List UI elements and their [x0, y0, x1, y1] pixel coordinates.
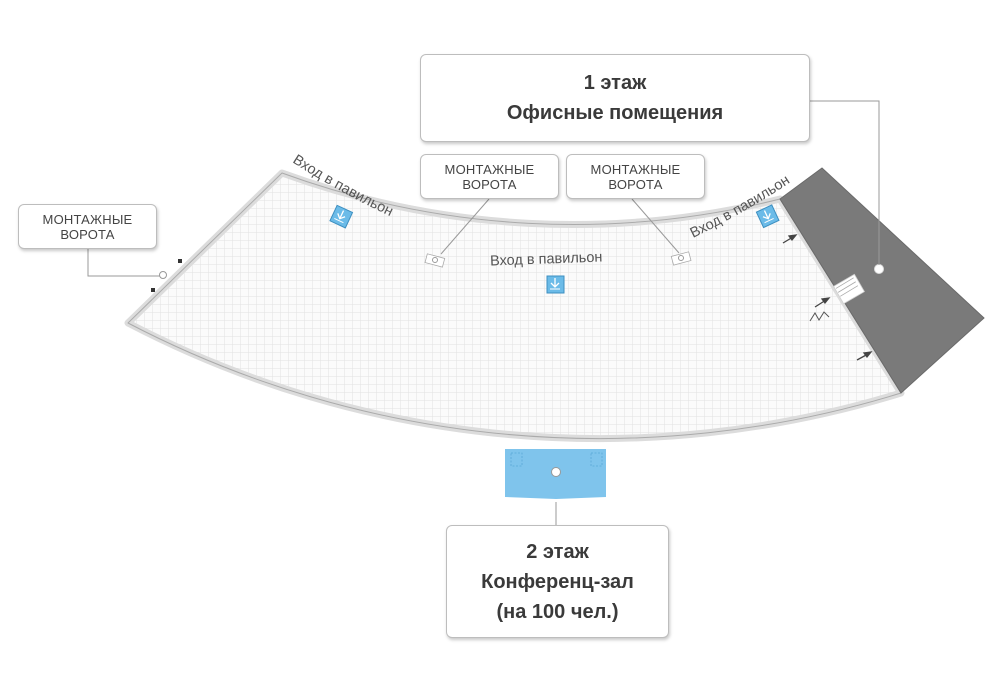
- floor1-callout: 1 этаж Офисные помещения: [420, 54, 810, 142]
- entrance-icon: [546, 275, 565, 294]
- gate-icon: [424, 253, 446, 268]
- gate-callout-left: МОНТАЖНЫЕ ВОРОТА: [18, 204, 157, 249]
- floor2-line2: (на 100 чел.): [496, 600, 619, 623]
- gate-callout-center-left: МОНТАЖНЫЕ ВОРОТА: [420, 154, 559, 199]
- gate-label-line2: ВОРОТА: [608, 176, 663, 192]
- floor2-callout: 2 этаж Конференц-зал (на 100 чел.): [446, 525, 669, 638]
- entrance-label-center: Вход в павильон: [490, 250, 603, 270]
- floor1-subtitle: Офисные помещения: [506, 102, 724, 124]
- gate-label-line2: ВОРОТА: [60, 226, 115, 242]
- gate-icon: [670, 251, 692, 266]
- gate-label-line1: МОНТАЖНЫЕ: [590, 161, 681, 177]
- office-block: [779, 167, 985, 394]
- entrance-icon: [755, 204, 780, 229]
- floor2-title: 2 этаж: [526, 540, 589, 563]
- gate-label-line1: МОНТАЖНЫЕ: [444, 161, 535, 177]
- office-point-icon: [874, 264, 884, 274]
- conference-block: [505, 449, 606, 499]
- office-zigzag-icon: [809, 311, 830, 322]
- entrance-icon: [329, 204, 354, 229]
- gate-label-line2: ВОРОТА: [462, 176, 517, 192]
- stairs-icon: [833, 273, 865, 305]
- gate-label-line1: МОНТАЖНЫЕ: [42, 211, 133, 227]
- floor1-title: 1 этаж: [583, 72, 647, 94]
- gate-icon: [151, 259, 182, 292]
- gate-callout-center-right: МОНТАЖНЫЕ ВОРОТА: [566, 154, 705, 199]
- conference-point-icon: [551, 467, 561, 477]
- arrow-icon: [782, 234, 873, 361]
- leader-lines: [87, 100, 880, 525]
- floor2-line1: Конференц-зал: [481, 570, 634, 593]
